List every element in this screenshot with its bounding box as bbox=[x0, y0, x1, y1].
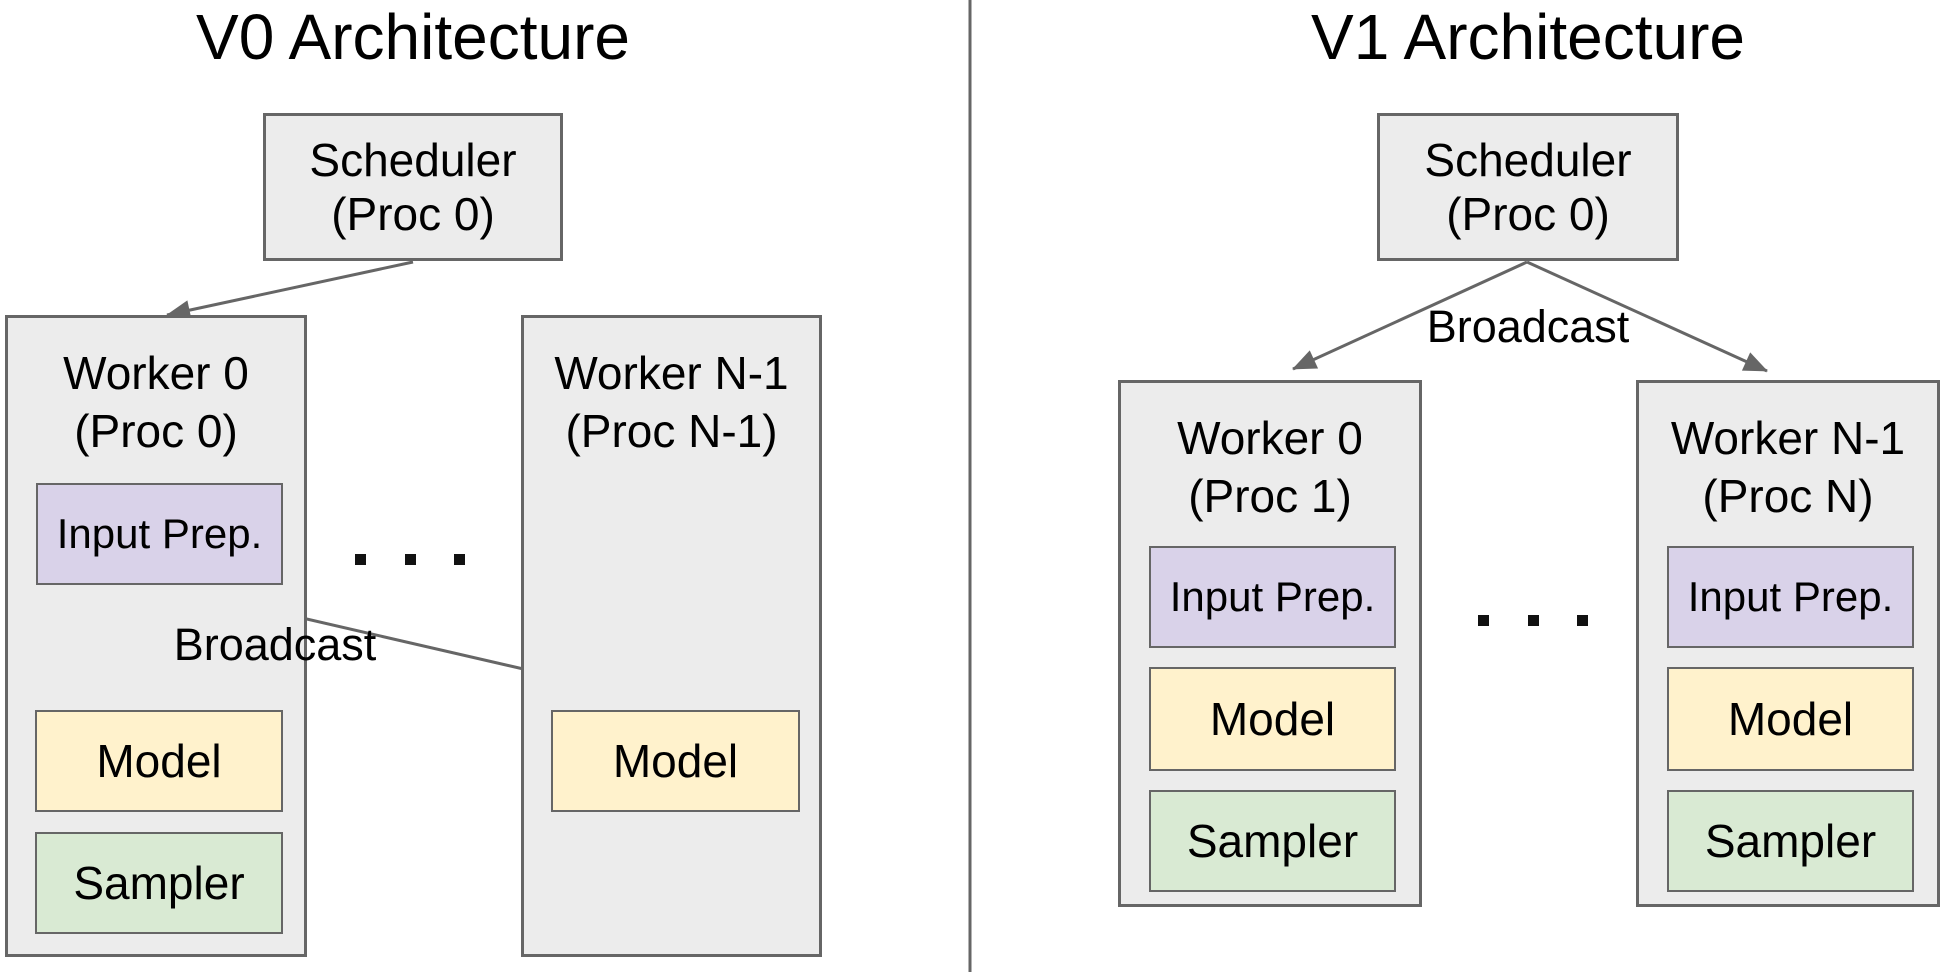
v0-worker0-header: Worker 0 (Proc 0) bbox=[8, 318, 304, 460]
dot-icon bbox=[404, 553, 416, 565]
v1-workerN1-box: Worker N-1 (Proc N) Input Prep. Model Sa… bbox=[1636, 380, 1940, 907]
v1-workerN1-input-prep-box: Input Prep. bbox=[1667, 546, 1914, 648]
v0-scheduler-label: Scheduler bbox=[309, 134, 517, 186]
v1-worker0-box: Worker 0 (Proc 1) Input Prep. Model Samp… bbox=[1118, 380, 1422, 907]
v0-scheduler-box: Scheduler (Proc 0) bbox=[263, 113, 563, 261]
v0-worker0-sampler-box: Sampler bbox=[35, 832, 283, 934]
v1-scheduler-label: Scheduler bbox=[1424, 134, 1632, 186]
v1-workerN1-sampler-box: Sampler bbox=[1667, 790, 1914, 892]
v1-title: V1 Architecture bbox=[1311, 1, 1745, 73]
v1-worker0-label: Worker 0 bbox=[1177, 412, 1363, 464]
v1-scheduler-proc-label: (Proc 0) bbox=[1446, 188, 1610, 240]
v0-workerN1-box: Worker N-1 (Proc N-1) Model bbox=[521, 315, 822, 957]
v0-workerN1-header: Worker N-1 (Proc N-1) bbox=[524, 318, 819, 460]
v1-arrow-scheduler-to-workerN1 bbox=[1526, 260, 1768, 373]
v0-workerN1-model-box: Model bbox=[551, 710, 800, 812]
v1-workerN1-proc-label: (Proc N) bbox=[1702, 470, 1874, 522]
dot-icon bbox=[1527, 614, 1539, 626]
v1-worker0-model-box: Model bbox=[1149, 667, 1396, 771]
v0-scheduler-proc-label: (Proc 0) bbox=[331, 188, 495, 240]
dot-icon bbox=[355, 553, 366, 565]
v0-worker0-proc-label: (Proc 0) bbox=[74, 405, 238, 457]
v0-arrow-scheduler-to-worker0 bbox=[166, 260, 414, 320]
v0-worker0-box: Worker 0 (Proc 0) Input Prep. Model Samp… bbox=[5, 315, 307, 957]
dot-icon bbox=[454, 553, 465, 565]
v0-broadcast-label: Broadcast bbox=[173, 619, 377, 670]
dot-icon bbox=[1577, 614, 1588, 626]
v1-worker0-input-prep-box: Input Prep. bbox=[1149, 546, 1396, 648]
v0-worker0-model-box: Model bbox=[35, 710, 283, 812]
v1-worker0-sampler-box: Sampler bbox=[1149, 790, 1396, 892]
v1-workerN1-model-box: Model bbox=[1667, 667, 1914, 771]
v0-ellipsis-dots bbox=[355, 551, 465, 567]
v1-workerN1-label: Worker N-1 bbox=[1670, 412, 1906, 464]
v1-broadcast-label: Broadcast bbox=[1426, 301, 1630, 352]
v0-worker0-input-prep-box: Input Prep. bbox=[36, 483, 283, 585]
v0-worker0-label: Worker 0 bbox=[63, 347, 249, 399]
v1-worker0-proc-label: (Proc 1) bbox=[1188, 470, 1352, 522]
v0-workerN1-label: Worker N-1 bbox=[554, 347, 789, 399]
v1-ellipsis-dots bbox=[1478, 612, 1588, 628]
v1-worker0-header: Worker 0 (Proc 1) bbox=[1121, 383, 1419, 525]
v0-workerN1-proc-label: (Proc N-1) bbox=[565, 405, 778, 457]
v1-workerN1-header: Worker N-1 (Proc N) bbox=[1639, 383, 1937, 525]
v1-scheduler-box: Scheduler (Proc 0) bbox=[1377, 113, 1679, 261]
v0-title: V0 Architecture bbox=[196, 1, 630, 73]
dot-icon bbox=[1478, 614, 1489, 626]
v1-arrow-scheduler-to-worker0 bbox=[1292, 260, 1528, 371]
